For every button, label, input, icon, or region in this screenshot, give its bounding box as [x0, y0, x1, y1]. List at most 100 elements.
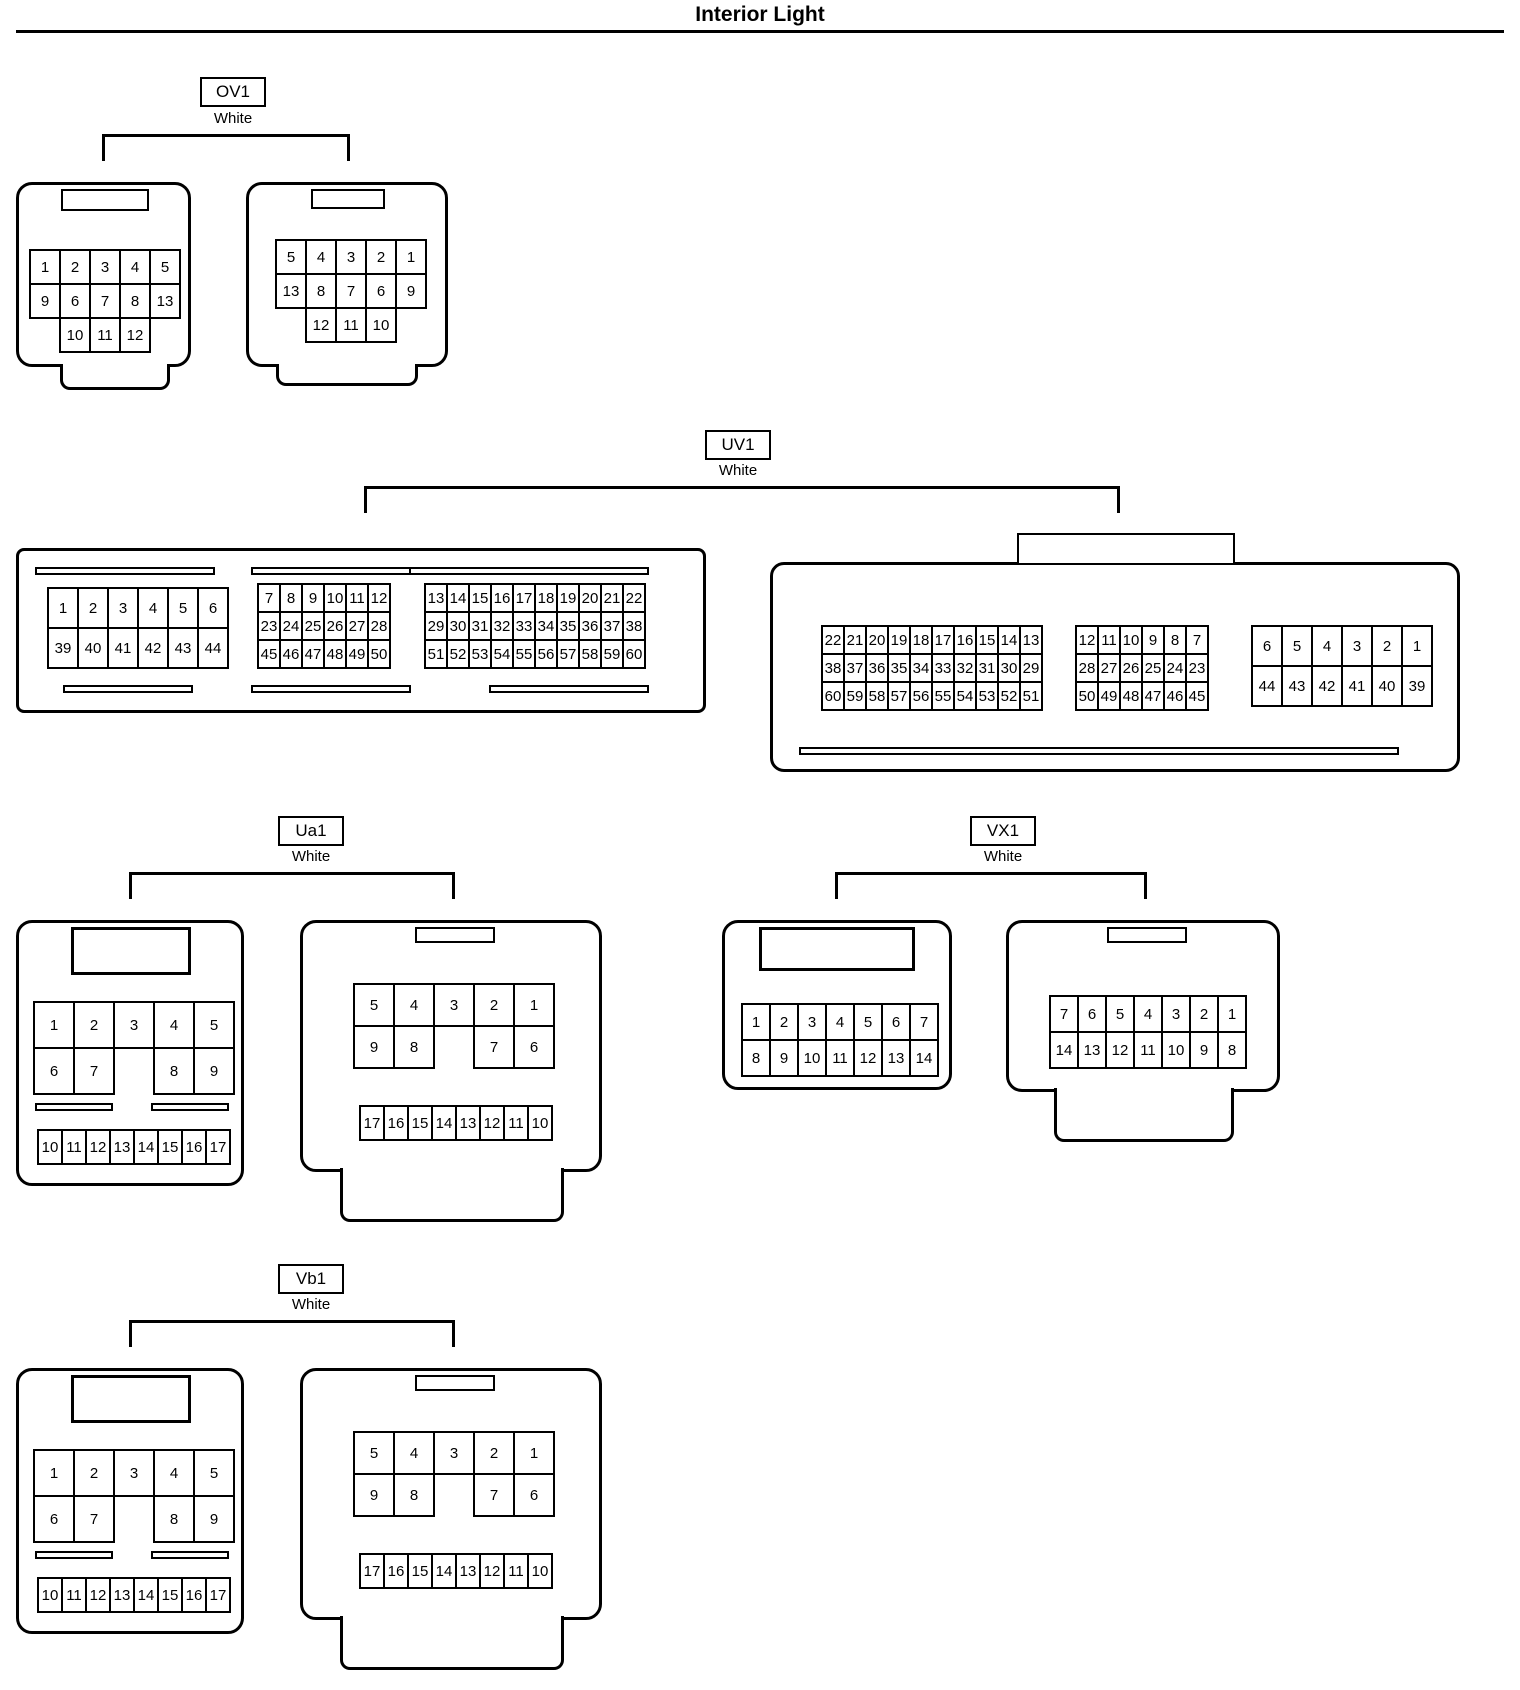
pin-8: 8 — [119, 283, 151, 319]
pin-3: 3 — [113, 1001, 155, 1049]
pin-10: 10 — [37, 1129, 63, 1165]
pin-7: 7 — [473, 1025, 515, 1069]
pin-5: 5 — [1105, 995, 1135, 1033]
pin-9: 9 — [29, 283, 61, 319]
pin-12: 12 — [1105, 1031, 1135, 1069]
pin-empty — [396, 308, 426, 342]
pin-50: 50 — [1075, 681, 1099, 711]
vb1-a-latch — [71, 1375, 191, 1423]
pin-27: 27 — [1097, 653, 1121, 683]
pin-4: 4 — [393, 983, 435, 1027]
pin-43: 43 — [1281, 665, 1313, 707]
uv1-a-rail — [409, 567, 649, 575]
pin-42: 42 — [1311, 665, 1343, 707]
pin-1: 1 — [741, 1003, 771, 1041]
vb1-a-rail — [151, 1551, 229, 1559]
pin-5: 5 — [353, 1431, 395, 1475]
pin-1: 1 — [33, 1449, 75, 1497]
ov1-bracket — [102, 134, 350, 161]
pin-52: 52 — [997, 681, 1021, 711]
pin-59: 59 — [843, 681, 867, 711]
pin-9: 9 — [353, 1473, 395, 1517]
pin-3: 3 — [433, 983, 475, 1027]
pin-empty — [150, 318, 180, 352]
pin-6: 6 — [33, 1047, 75, 1095]
pin-35: 35 — [887, 653, 911, 683]
pin-20: 20 — [578, 583, 602, 613]
pin-57: 57 — [887, 681, 911, 711]
pin-6: 6 — [513, 1025, 555, 1069]
pin-8: 8 — [305, 273, 337, 309]
pin-5: 5 — [193, 1449, 235, 1497]
pin-22: 22 — [821, 625, 845, 655]
pin-8: 8 — [393, 1473, 435, 1517]
pin-30: 30 — [446, 611, 470, 641]
pin-21: 21 — [600, 583, 624, 613]
pin-5: 5 — [149, 249, 181, 285]
pin-6: 6 — [365, 273, 397, 309]
pin-11: 11 — [503, 1553, 529, 1589]
pin-17: 17 — [205, 1577, 231, 1613]
pin-39: 39 — [47, 627, 79, 669]
pin-1: 1 — [513, 1431, 555, 1475]
pin-29: 29 — [1019, 653, 1043, 683]
pin-44: 44 — [197, 627, 229, 669]
pin-11: 11 — [825, 1039, 855, 1077]
pin-13: 13 — [881, 1039, 911, 1077]
pin-51: 51 — [1019, 681, 1043, 711]
pin-15: 15 — [407, 1105, 433, 1141]
pin-13: 13 — [1077, 1031, 1107, 1069]
pin-56: 56 — [534, 639, 558, 669]
pin-17: 17 — [931, 625, 955, 655]
pin-43: 43 — [167, 627, 199, 669]
pin-8: 8 — [279, 583, 303, 613]
pin-5: 5 — [193, 1001, 235, 1049]
pin-4: 4 — [119, 249, 151, 285]
pin-15: 15 — [157, 1577, 183, 1613]
pin-6: 6 — [881, 1003, 911, 1041]
pin-13: 13 — [149, 283, 181, 319]
pin-6: 6 — [33, 1495, 75, 1543]
pin-19: 19 — [887, 625, 911, 655]
pin-4: 4 — [137, 587, 169, 629]
pin-37: 37 — [600, 611, 624, 641]
pin-24: 24 — [1163, 653, 1187, 683]
pin-7: 7 — [1185, 625, 1209, 655]
pin-14: 14 — [133, 1129, 159, 1165]
pin-16: 16 — [383, 1553, 409, 1589]
pin-30: 30 — [997, 653, 1021, 683]
pin-12: 12 — [85, 1577, 111, 1613]
pin-7: 7 — [73, 1047, 115, 1095]
pin-15: 15 — [407, 1553, 433, 1589]
pin-25: 25 — [301, 611, 325, 641]
pin-16: 16 — [953, 625, 977, 655]
pin-8: 8 — [153, 1495, 195, 1543]
ua1-a-rail — [35, 1103, 113, 1111]
pin-6: 6 — [513, 1473, 555, 1517]
pin-47: 47 — [1141, 681, 1165, 711]
pin-13: 13 — [455, 1105, 481, 1141]
pin-14: 14 — [431, 1105, 457, 1141]
pin-12: 12 — [1075, 625, 1099, 655]
pin-6: 6 — [59, 283, 91, 319]
ua1-b-latch — [415, 927, 495, 943]
pin-60: 60 — [622, 639, 646, 669]
pin-12: 12 — [119, 317, 151, 353]
pin-empty — [434, 1026, 474, 1068]
pin-28: 28 — [367, 611, 391, 641]
pin-12: 12 — [479, 1553, 505, 1589]
